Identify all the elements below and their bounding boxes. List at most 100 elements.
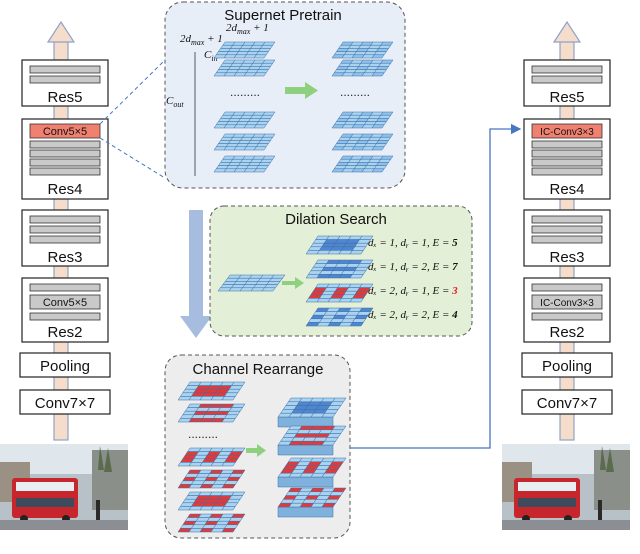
kernel-cell bbox=[378, 158, 392, 163]
kernel-cell bbox=[321, 502, 337, 508]
left-stem-label: Conv7×7 bbox=[35, 395, 95, 412]
kernel-cell bbox=[375, 162, 390, 166]
kernel-cell bbox=[373, 165, 387, 170]
left-res4-layer bbox=[29, 167, 101, 176]
kernel-cell bbox=[255, 121, 269, 126]
kernel-cell bbox=[329, 401, 344, 406]
kernel-cell bbox=[255, 165, 269, 170]
left-res2-layer bbox=[29, 312, 101, 321]
kernel-grid bbox=[177, 381, 246, 401]
kernel-cell bbox=[331, 425, 347, 431]
dilation-result-row: dₓ = 1, dᵧ = 1, E = 5 bbox=[368, 237, 458, 249]
kernel-cell bbox=[223, 414, 239, 419]
dilation-row-params: dₓ = 2, dᵧ = 2, E = bbox=[368, 309, 452, 321]
kernel-cell bbox=[354, 314, 369, 320]
supernet-panel: Supernet Pretrain 2dmax + 1 2dmax + 1 Ci… bbox=[164, 1, 406, 189]
kernel-cell bbox=[375, 140, 390, 144]
kernel-grid bbox=[305, 307, 374, 327]
kernel-cell bbox=[223, 502, 239, 507]
kernel-cell bbox=[375, 66, 390, 70]
kernel-cell bbox=[380, 155, 394, 160]
kernel-cell bbox=[260, 136, 274, 141]
kernel-cell bbox=[226, 454, 241, 460]
left-res5-layer bbox=[29, 75, 101, 84]
right-res4-layer bbox=[531, 149, 603, 158]
kernel-cell bbox=[371, 54, 385, 59]
right-res4-layer bbox=[531, 158, 603, 167]
kernel-cell bbox=[329, 429, 344, 434]
kernel-cell bbox=[378, 136, 392, 141]
kernel-cell bbox=[271, 274, 286, 279]
supernet-cout-label: Cout bbox=[166, 95, 184, 109]
right-res3-label: Res3 bbox=[549, 249, 584, 266]
right-stem-label: Conv7×7 bbox=[537, 395, 597, 412]
kernel-cell bbox=[253, 146, 267, 151]
kernel-cell bbox=[380, 41, 394, 46]
kernel-grid bbox=[331, 155, 394, 173]
kernel-cell bbox=[331, 487, 347, 493]
dilation-row-value: 3 bbox=[451, 285, 458, 297]
left-res4-layer bbox=[29, 140, 101, 149]
kernel-cell bbox=[226, 388, 241, 394]
left-input-image bbox=[0, 444, 128, 530]
dilation-title: Dilation Search bbox=[285, 211, 387, 228]
kernel-cell bbox=[380, 133, 394, 138]
kernel-cell bbox=[257, 66, 272, 70]
kernel-cell bbox=[231, 491, 246, 496]
kernel-cell bbox=[262, 111, 276, 116]
dilation-arrow-icon bbox=[282, 277, 304, 289]
kernel-cell bbox=[354, 266, 369, 272]
kernel-cell bbox=[349, 298, 364, 303]
kernel-cell bbox=[255, 143, 269, 148]
kernel-cell bbox=[354, 242, 369, 248]
rearrange-dots: ......... bbox=[188, 427, 218, 441]
left-res4-highlight-layer bbox=[29, 123, 101, 139]
rearrange-arrow-icon bbox=[246, 444, 266, 457]
left-res5-layer bbox=[29, 65, 101, 74]
kernel-cell bbox=[260, 114, 274, 119]
kernel-cell bbox=[221, 396, 236, 401]
dilation-panel: Dilation Search dₓ = 1, dᵧ = 1, E = 5dₓ … bbox=[209, 205, 473, 337]
right-pipe-arrowhead-icon bbox=[552, 20, 582, 43]
dilation-candidate-kernels bbox=[305, 235, 374, 327]
right-res2-layer bbox=[531, 312, 603, 321]
kernel-cell bbox=[221, 462, 236, 467]
kernel-grid bbox=[277, 425, 347, 456]
kernel-cell bbox=[262, 155, 276, 160]
kernel-cell bbox=[253, 72, 267, 77]
kernel-cell bbox=[262, 59, 276, 64]
kernel-cell bbox=[371, 72, 385, 77]
kernel-cell bbox=[228, 517, 244, 522]
kernel-cell bbox=[253, 124, 267, 129]
kernel-grid bbox=[305, 283, 374, 303]
kernel-cell bbox=[321, 412, 337, 418]
kernel-cell bbox=[324, 409, 339, 414]
supernet-dim-label-b: 2dmax + 1 bbox=[226, 22, 269, 36]
kernel-cell bbox=[221, 506, 236, 511]
kernel-cell bbox=[371, 124, 385, 129]
kernel-grid bbox=[177, 513, 246, 533]
kernel-cell bbox=[378, 44, 392, 49]
kernel-cell bbox=[329, 461, 344, 466]
kernel-cell bbox=[351, 294, 367, 299]
right-res2-label: Res2 bbox=[549, 324, 584, 341]
rearrange-panel: Channel Rearrange ......... bbox=[164, 354, 351, 539]
left-pipe-arrowhead-icon bbox=[46, 20, 76, 43]
kernel-cell bbox=[260, 62, 274, 67]
kernel-cell bbox=[260, 158, 274, 163]
kernel-cell bbox=[223, 524, 239, 529]
kernel-cell bbox=[351, 246, 367, 251]
result-connector-arrow bbox=[350, 123, 522, 449]
left-res4-layer bbox=[29, 149, 101, 158]
dilation-row-value: 5 bbox=[452, 237, 458, 249]
kernel-grid bbox=[177, 447, 246, 467]
right-res5-layer bbox=[531, 65, 603, 74]
kernel-cell bbox=[257, 48, 272, 52]
left-pooling-label: Pooling bbox=[40, 358, 90, 375]
kernel-grid bbox=[277, 457, 347, 488]
kernel-cell bbox=[373, 69, 387, 74]
kernel-cell bbox=[324, 437, 339, 442]
dilation-row-params: dₓ = 1, dᵧ = 1, E = bbox=[368, 237, 452, 249]
dilation-result-list: dₓ = 1, dᵧ = 1, E = 5dₓ = 1, dᵧ = 2, E =… bbox=[368, 237, 458, 321]
kernel-cell bbox=[257, 118, 272, 122]
